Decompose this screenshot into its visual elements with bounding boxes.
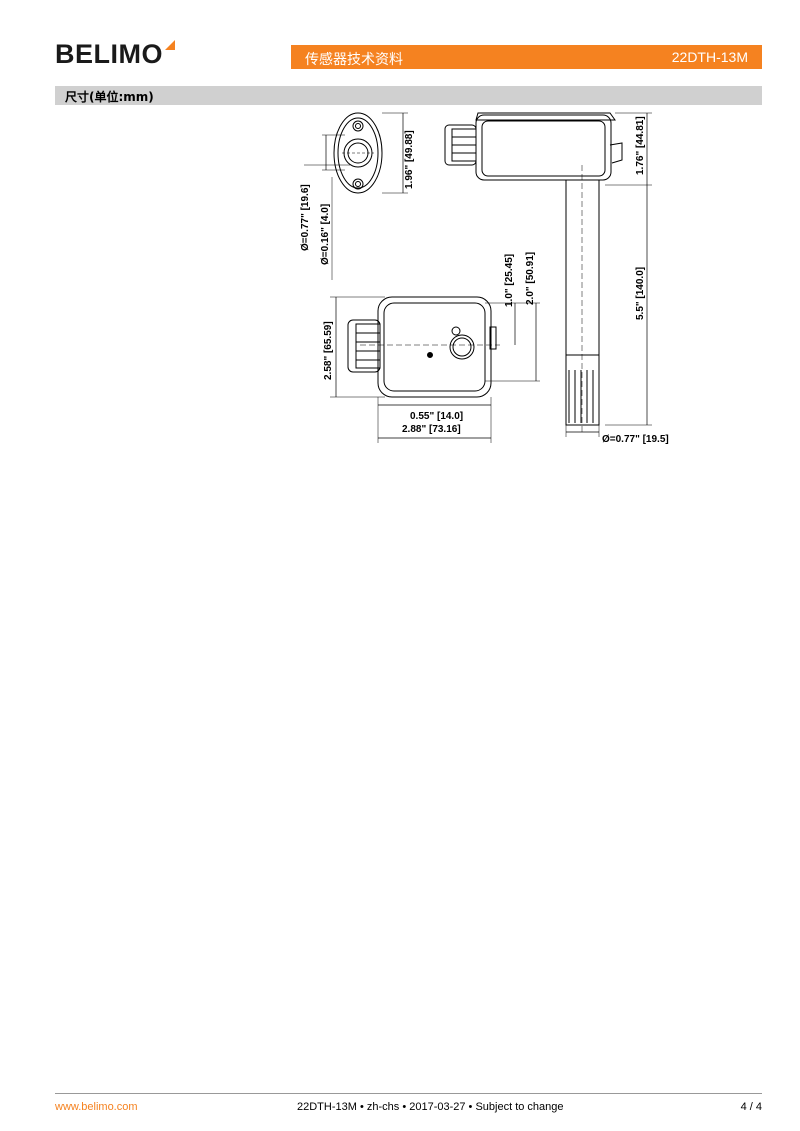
footer-website-link[interactable]: www.belimo.com [55,1101,138,1113]
dim-hole-diameter: Ø=0.16" [4.0] [320,204,331,265]
dimension-drawing: 1.96" [49.88] Ø=0.77" [19.6] Ø=0.16" [4.… [300,112,669,445]
dim-probe-length: 5.5" [140.0] [635,267,646,320]
header-bar: 传感器技术资料 22DTH-13M [291,45,762,69]
section-header: 尺寸(单位:mm) [55,86,762,105]
dim-front-height: 2.58" [65.59] [323,321,334,380]
top-view-outline [333,112,383,194]
footer-document-info: 22DTH-13M • zh-chs • 2017-03-27 • Subjec… [297,1101,564,1113]
page-number: 4 / 4 [740,1101,762,1113]
logo-text: BELIMO [55,38,163,69]
dim-probe-diameter: Ø=0.77" [19.5] [602,434,669,445]
document-title: 传感器技术资料 [305,52,403,68]
front-view-outline [347,296,500,398]
footer-divider [55,1093,762,1094]
dim-offset-2: 2.0" [50.91] [525,252,536,305]
dim-offset-1: 1.0" [25.45] [504,254,515,307]
dim-housing-height: 1.76" [44.81] [635,116,646,175]
dim-outer-diameter: Ø=0.77" [19.6] [300,184,311,251]
model-number: 22DTH-13M [671,49,748,65]
section-title: 尺寸(单位:mm) [65,90,154,104]
dim-front-width: 2.88" [73.16] [402,424,461,435]
side-view-outline [444,112,623,435]
dim-gland-width: 0.55" [14.0] [410,411,463,422]
dim-top-view-height: 1.96" [49.88] [404,130,415,189]
belimo-logo: BELIMO [55,38,175,70]
logo-mark-icon [165,40,175,50]
